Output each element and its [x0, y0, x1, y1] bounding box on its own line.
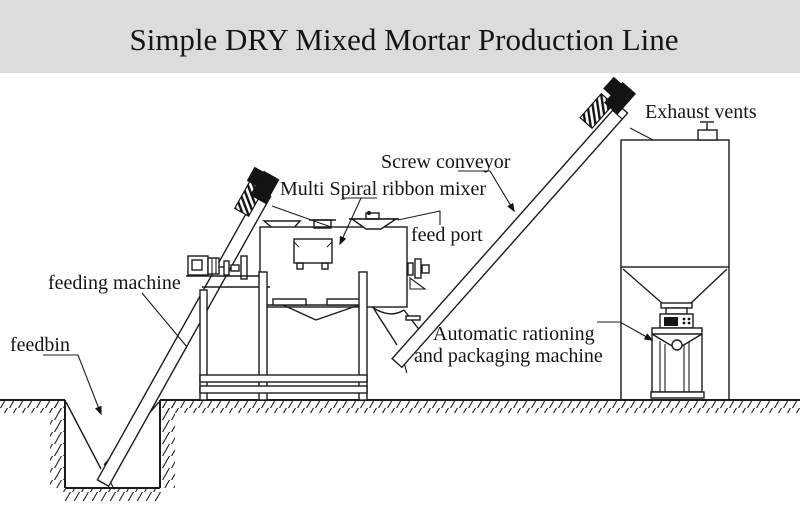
label-mixer: Multi Spiral ribbon mixer [280, 178, 486, 200]
pit-wall-hatch [50, 404, 64, 488]
packaging-leader [597, 321, 654, 341]
feed-port-funnel [349, 218, 399, 230]
silo-hopper [622, 268, 664, 305]
conveyor-brace [271, 205, 332, 228]
chute-gate [405, 315, 421, 321]
label-screw-conveyor: Screw conveyor [381, 151, 511, 173]
silo-body [620, 139, 730, 268]
feeding-machine-conveyor [96, 166, 280, 490]
page-title: Simple DRY Mixed Mortar Production Line [129, 22, 678, 57]
pit-wall-hatch [161, 404, 175, 488]
frame-leg [199, 289, 208, 401]
bag-clamp-wheel [671, 339, 683, 351]
frame-beam [199, 374, 368, 383]
header: Simple DRY Mixed Mortar Production Line [0, 0, 800, 73]
right-bearing [414, 258, 422, 279]
motor-cap [603, 76, 622, 96]
mixer-body [259, 226, 408, 308]
discharge-chute [371, 306, 405, 315]
feedbin-leader [43, 354, 102, 416]
exhaust-vent-cap [697, 129, 718, 141]
ribbon-mixer [186, 211, 430, 401]
mixer-motor [187, 255, 209, 276]
discharge-hopper [282, 304, 317, 321]
control-display [664, 317, 678, 326]
silo [620, 121, 730, 400]
bearing-flange [240, 255, 248, 280]
label-feeding-machine: feeding machine [48, 272, 181, 294]
shaft-flange [223, 260, 230, 276]
ground [0, 399, 800, 413]
frame-beam [199, 385, 368, 394]
label-feed-port: feed port [411, 224, 483, 246]
packer-base [650, 391, 705, 399]
conveyor-tube [96, 189, 272, 488]
label-feedbin: feedbin [10, 334, 70, 356]
mixer-inner-box [293, 238, 333, 264]
gear-motor-head [250, 170, 280, 204]
conveyor-tube [391, 103, 629, 369]
label-packaging-line2: and packaging machine [414, 345, 603, 367]
mixer-vent [313, 219, 332, 229]
ground-hatch [161, 401, 800, 413]
feeding-machine-leader [141, 292, 188, 348]
pit-floor-hatch [63, 489, 161, 501]
labels: Exhaust vents Screw conveyor Multi Spira… [10, 101, 757, 367]
header-band [0, 0, 800, 73]
feed-port-leader [397, 210, 441, 225]
gear-motor-head [603, 81, 637, 115]
motor-cap [246, 166, 265, 187]
screw-conveyor-leader [458, 170, 515, 213]
packaging-machine [650, 313, 705, 399]
ground-hatch [0, 401, 65, 413]
feed-port-cap [365, 212, 380, 220]
bearing-bracket [409, 276, 427, 290]
frame-leg [358, 271, 368, 401]
leader-lines [43, 170, 654, 416]
label-packaging-line1: Automatic rationing [433, 323, 595, 345]
mixer-leader [339, 197, 362, 246]
frame-leg [258, 271, 268, 401]
screw-conveyor [391, 76, 637, 374]
label-exhaust-vents: Exhaust vents [645, 101, 757, 123]
feedbin-hopper-left [65, 401, 102, 470]
